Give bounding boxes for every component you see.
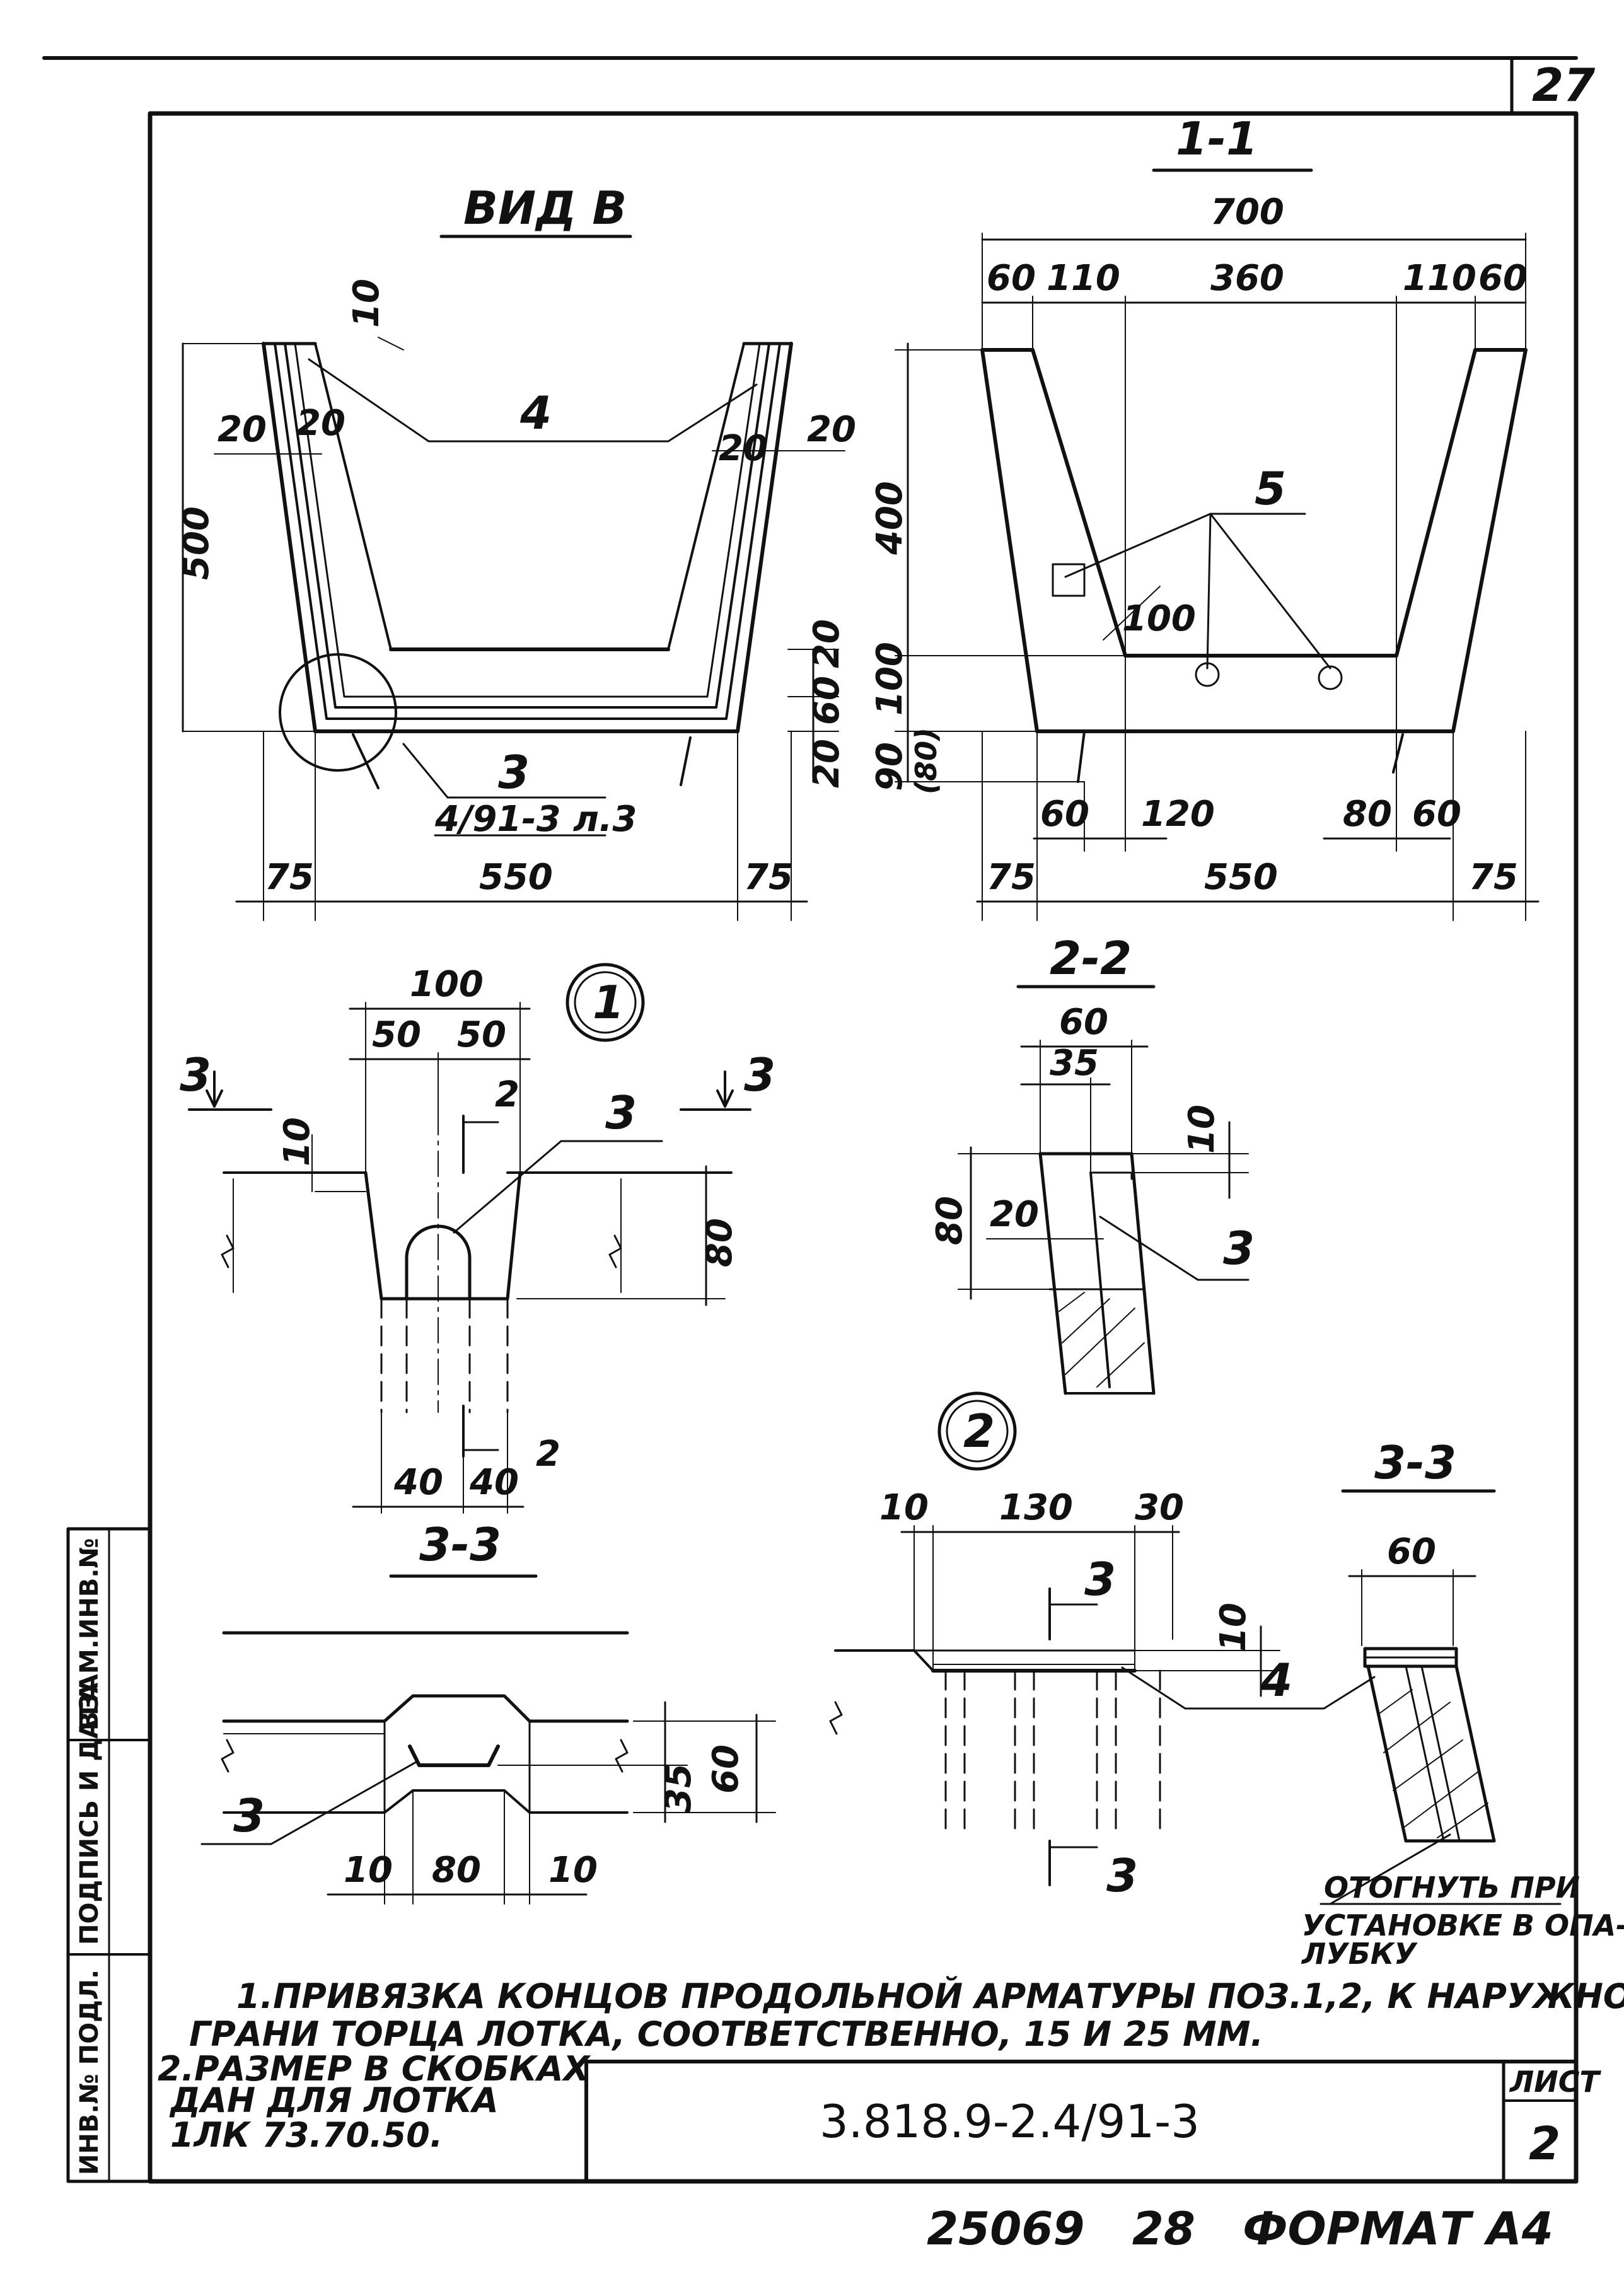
dim-30: 30 <box>1135 1487 1184 1528</box>
dim-80-bracketed: (80) <box>909 728 943 794</box>
dim-20-right-outer: 20 <box>807 409 856 450</box>
dim-80: 80 <box>929 1196 970 1245</box>
cut-3-left-label: 3 <box>180 1048 211 1101</box>
dim-60: 60 <box>1059 1002 1108 1043</box>
dim-60-right: 60 <box>806 676 847 725</box>
cut-2-bottom-label: 2 <box>536 1434 560 1475</box>
dim-35: 35 <box>658 1763 699 1813</box>
dim-20: 20 <box>990 1194 1039 1235</box>
dim-60-top-left: 60 <box>987 258 1036 299</box>
dim-35: 35 <box>1050 1043 1099 1084</box>
bend-note-line-1: ОТОГНУТЬ ПРИ <box>1324 1871 1580 1905</box>
dim-110-top-left: 110 <box>1047 258 1120 299</box>
dim-20-right-a: 20 <box>806 619 847 668</box>
section-2-2: 2-2 60 35 10 80 20 3 <box>929 932 1255 1395</box>
dim-20-left-outer: 20 <box>218 409 267 450</box>
stamp-field-inv-podl: ИНВ.№ ПОДЛ. <box>75 1970 104 2175</box>
callout-3: 3 <box>498 746 530 799</box>
section-title-3-3-left: 3-3 <box>419 1518 501 1571</box>
callout-4: 4 <box>519 386 552 439</box>
dim-80: 80 <box>699 1218 740 1267</box>
note-line-4: ДАН ДЛЯ ЛОТКА <box>169 2080 499 2120</box>
dim-20-right-b: 20 <box>806 739 847 788</box>
dim-10: 10 <box>1181 1105 1222 1154</box>
dim-400: 400 <box>869 481 910 555</box>
dim-10-left: 10 <box>344 1850 393 1891</box>
note-line-5: 1ЛК 73.70.50. <box>170 2115 443 2155</box>
dim-550-bottom: 550 <box>1204 857 1278 898</box>
section-title-2-2: 2-2 <box>1050 932 1132 985</box>
dim-500: 500 <box>176 506 217 580</box>
dim-60-bottom-right: 60 <box>1412 794 1461 835</box>
dim-110-top-right: 110 <box>1403 258 1476 299</box>
section-title-1-1: 1-1 <box>1176 112 1258 165</box>
detail-2-callout-4: 4 <box>1260 1654 1292 1707</box>
view-title-vid-b: ВИД В <box>463 182 627 235</box>
view-vid-b: ВИД В 4 3 4/91-3 л.3 500 10 20 20 20 <box>176 182 856 921</box>
stamp-field-signature-date: ПОДПИСЬ И ДАТА <box>75 1683 104 1945</box>
section-3-3-left-callout-3: 3 <box>233 1789 265 1842</box>
sheet-corner-number: 27 <box>1532 59 1595 112</box>
dim-700: 700 <box>1210 192 1284 233</box>
note-line-3: 2.РАЗМЕР В СКОБКАХ <box>158 2049 591 2089</box>
detail-marker-1: 1 <box>593 976 624 1029</box>
cut-3-bottom-label: 3 <box>1106 1849 1138 1902</box>
section-3-3-right: 3-3 60 ОТОГНУТЬ ПРИ УСТАНОВКЕ В ОПА- ЛУБ… <box>1301 1436 1624 1971</box>
dim-75-bottom-left: 75 <box>987 857 1036 898</box>
detail-1-callout-3: 3 <box>605 1086 637 1139</box>
sheet-number: 2 <box>1529 2117 1560 2170</box>
note-line-2: ГРАНИ ТОРЦА ЛОТКА, СООТВЕТСТВЕННО, 15 И … <box>189 2014 1263 2054</box>
dim-360: 360 <box>1210 258 1284 299</box>
dim-80: 80 <box>1343 794 1392 835</box>
dim-100-inner: 100 <box>1122 598 1196 639</box>
dim-60: 60 <box>705 1744 746 1794</box>
stamp-field-vzam-inv: ВЗАМ.ИНВ.№ <box>75 1538 104 1731</box>
dim-75-right: 75 <box>744 857 793 898</box>
dim-50-left: 50 <box>372 1014 421 1055</box>
dim-90: 90 <box>869 742 910 791</box>
dim-20-left-inner: 20 <box>296 403 345 444</box>
section-1-1: 1-1 5 700 60 110 360 110 60 <box>869 112 1540 921</box>
cut-3-right-label: 3 <box>744 1048 775 1101</box>
bend-note-line-2: УСТАНОВКЕ В ОПА- <box>1302 1908 1624 1942</box>
dim-10-right: 10 <box>548 1850 598 1891</box>
detail-2: 2 3 3 10 130 30 10 4 <box>829 1391 1376 1902</box>
sheet-frame <box>42 56 1579 2184</box>
notes-block: 1.ПРИВЯЗКА КОНЦОВ ПРОДОЛЬНОЙ АРМАТУРЫ ПО… <box>158 1976 1624 2155</box>
dim-20-right-inner: 20 <box>719 428 768 469</box>
dim-75-left: 75 <box>265 857 314 898</box>
cut-2-top-label: 2 <box>495 1074 519 1115</box>
section-3-3-left: 3-3 3 35 60 10 80 10 <box>200 1518 776 1905</box>
cut-3-top-label: 3 <box>1084 1553 1116 1606</box>
section-2-2-callout-3: 3 <box>1223 1222 1255 1275</box>
dim-40-left: 40 <box>393 1462 443 1503</box>
dim-60-bottom-left: 60 <box>1040 794 1089 835</box>
callout-3-reference: 4/91-3 л.3 <box>434 799 637 840</box>
callout-5: 5 <box>1255 462 1286 515</box>
dim-40-right: 40 <box>469 1462 519 1503</box>
footer-format: 25069 28 ФОРМАТ А4 <box>927 2202 1553 2255</box>
dim-50-right: 50 <box>457 1014 506 1055</box>
dim-10: 10 <box>277 1117 318 1166</box>
sheet-label: ЛИСТ <box>1509 2065 1601 2099</box>
dim-10-top: 10 <box>879 1487 929 1528</box>
note-line-1: 1.ПРИВЯЗКА КОНЦОВ ПРОДОЛЬНОЙ АРМАТУРЫ ПО… <box>236 1976 1624 2016</box>
dim-10: 10 <box>346 279 387 328</box>
dim-60-top-right: 60 <box>1478 258 1528 299</box>
dim-80: 80 <box>432 1850 481 1891</box>
detail-marker-2: 2 <box>963 1405 995 1458</box>
dim-130: 130 <box>999 1487 1073 1528</box>
detail-1: 1 3 3 2 2 3 <box>180 963 775 1514</box>
section-title-3-3-right: 3-3 <box>1374 1436 1456 1489</box>
dim-100: 100 <box>410 964 484 1005</box>
bend-note-line-3: ЛУБКУ <box>1301 1937 1418 1971</box>
dim-550: 550 <box>479 857 553 898</box>
dim-100-left: 100 <box>869 642 910 716</box>
document-code: 3.818.9-2.4/91-3 <box>820 2095 1200 2148</box>
dim-120: 120 <box>1141 794 1215 835</box>
dim-10-right: 10 <box>1213 1603 1254 1652</box>
dim-75-bottom-right: 75 <box>1469 857 1518 898</box>
dim-60: 60 <box>1387 1531 1436 1572</box>
